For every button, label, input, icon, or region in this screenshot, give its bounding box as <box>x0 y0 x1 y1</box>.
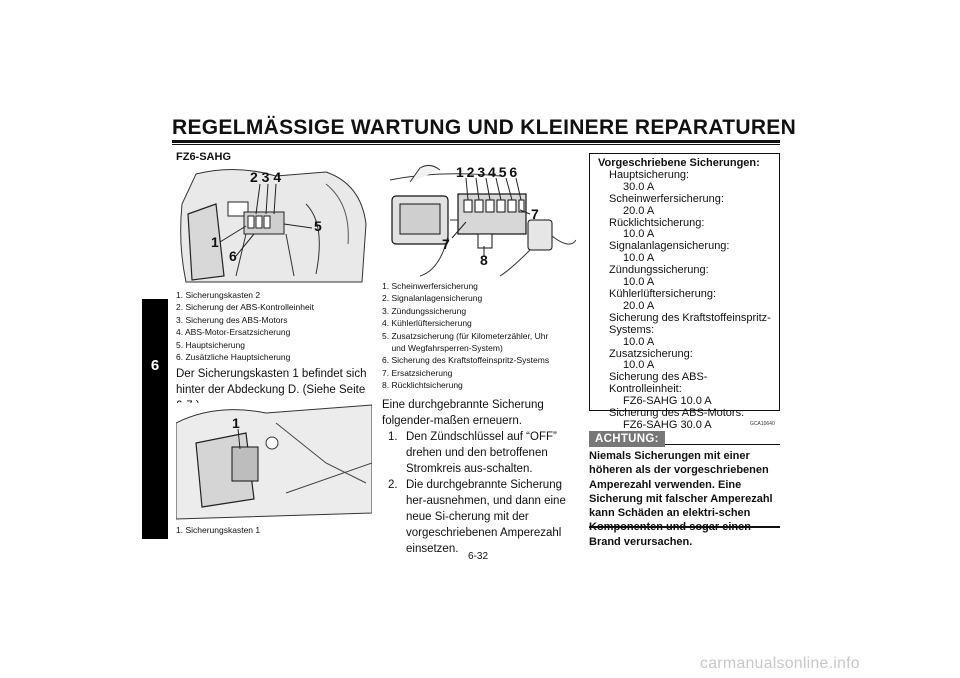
figure2-legend: 1. Sicherungskasten 1 <box>176 524 260 536</box>
spec-value: 10.0 A <box>623 228 655 241</box>
callout-8: 8 <box>480 252 488 268</box>
title-rule-thin <box>172 144 780 145</box>
watermark: carmanualsonline.info <box>700 655 860 672</box>
caution-bottom-rule <box>589 526 780 528</box>
chapter-tab: 6 <box>142 299 168 539</box>
legend-item: 6. Zusätzliche Hauptsicherung <box>176 352 291 363</box>
paragraph-fuse-box-1: Der Sicherungskasten 1 befindet sich hin… <box>176 368 367 412</box>
spec-value: FZ6-SAHG 30.0 A <box>623 418 712 431</box>
spec-label: Kühlerlüftersicherung: <box>609 287 717 300</box>
step-number: 2. <box>388 479 398 491</box>
figure-fuse-box-1-detail: 1 2 3 4 5 6 7 7 8 <box>380 160 577 278</box>
spec-label: Zusatzsicherung: <box>609 347 693 360</box>
fuse-box-2-illustration <box>176 164 372 286</box>
legend-item: 4. Kühlerlüftersicherung <box>382 318 472 329</box>
legend-item: 4. ABS-Motor-Ersatzsicherung <box>176 327 291 338</box>
legend-item: 7. Ersatzsicherung <box>382 367 453 378</box>
page-title: REGELMÄSSIGE WARTUNG UND KLEINERE REPARA… <box>172 116 797 139</box>
legend-item: 3. Sicherung des ABS-Motors <box>176 314 288 325</box>
instructions-intro: Eine durchgebrannte Sicherung folgender-… <box>382 399 544 427</box>
step-text: Den Zündschlüssel auf “OFF” drehen und d… <box>406 431 557 475</box>
fuse-spec-box: Vorgeschriebene Sicherungen: Hauptsicher… <box>589 153 780 431</box>
caution-label: ACHTUNG: <box>589 431 665 447</box>
spec-value: 10.0 A <box>623 359 655 372</box>
legend-item: 2. Sicherung der ABS-Kontrolleinheit <box>176 302 314 313</box>
callout-7-right: 7 <box>531 206 539 222</box>
spec-value: 30.0 A <box>623 180 655 193</box>
spec-value: 10.0 A <box>623 252 655 265</box>
step-item: 2. Die durchgebrannte Sicherung her-ausn… <box>388 477 578 557</box>
spec-value: FZ6-SAHG 10.0 A <box>623 395 712 408</box>
spec-label: Hauptsicherung: <box>609 168 690 181</box>
step-item: 1. Den Zündschlüssel auf “OFF” drehen un… <box>388 429 578 477</box>
spec-value: 10.0 A <box>623 335 655 348</box>
spec-heading: Vorgeschriebene Sicherungen: <box>598 157 760 169</box>
spec-label: Systems: <box>609 323 655 336</box>
spec-label: Sicherung des ABS-Kontrolleinheit: <box>609 371 708 396</box>
spec-value: 10.0 A <box>623 276 655 289</box>
spec-label: Signalanlagensicherung: <box>609 240 730 253</box>
step-text: Die durchgebrannte Sicherung her-ausnehm… <box>406 479 566 555</box>
spec-label: Scheinwerfersicherung: <box>609 192 724 205</box>
figure1-legend: 1. Sicherungskasten 2 2. Sicherung der A… <box>176 289 314 363</box>
legend-item: und Wegfahrsperren-System) <box>382 343 503 354</box>
figure3-legend: 1. Scheinwerfersicherung 2. Signalanlage… <box>382 280 549 392</box>
legend-item: 6. Sicherung des Kraftstoffeinspritz-Sys… <box>382 355 550 366</box>
fuse-box-1-illustration <box>175 403 373 521</box>
model-label: FZ6-SAHG <box>176 151 231 163</box>
caution-rule <box>665 444 780 445</box>
step-number: 1. <box>388 431 398 443</box>
title-rule <box>172 140 780 143</box>
callout-1: 1 <box>232 415 240 431</box>
page-number: 6-32 <box>468 551 489 562</box>
caution-code: GCA10640 <box>750 421 775 427</box>
spec-label: Sicherung des Kraftstoffeinspritz- <box>609 311 771 324</box>
callout-5: 5 <box>314 218 322 234</box>
instructions: Eine durchgebrannte Sicherung folgender-… <box>382 397 578 557</box>
legend-item: 2. Signalanlagensicherung <box>382 293 483 304</box>
figure-fuse-box-1: 1 <box>175 403 373 521</box>
legend-item: 1. Sicherungskasten 2 <box>176 290 261 300</box>
spec-value: 20.0 A <box>623 204 655 217</box>
caution-text: Niemals Sicherungen mit einer höheren al… <box>589 450 773 548</box>
instruction-steps: 1. Den Zündschlüssel auf “OFF” drehen un… <box>382 429 578 557</box>
callout-7-left: 7 <box>442 236 450 252</box>
spec-value: 20.0 A <box>623 299 655 312</box>
legend-item: 8. Rücklichtsicherung <box>382 380 463 391</box>
legend-item: 5. Hauptsicherung <box>176 339 245 350</box>
callout-1: 1 <box>211 234 219 250</box>
legend-item: 1. Scheinwerfersicherung <box>382 281 478 291</box>
spec-label: Zündungssicherung: <box>609 264 709 277</box>
legend-item: 3. Zündungssicherung <box>382 305 467 316</box>
callout-6: 6 <box>229 248 237 264</box>
callout-1-6: 1 2 3 4 5 6 <box>456 164 517 180</box>
callout-2-3-4: 2 3 4 <box>250 169 282 185</box>
spec-label: Rücklichtsicherung: <box>609 216 705 229</box>
spec-label: Sicherung des ABS-Motors: <box>609 407 745 420</box>
figure-fuse-box-2: 2 3 4 1 5 6 <box>176 164 372 286</box>
legend-item: 5. Zusatzsicherung (für Kilometerzähler,… <box>382 330 549 341</box>
fuse-box-detail-illustration <box>380 160 577 278</box>
legend-item: 1. Sicherungskasten 1 <box>176 525 261 535</box>
